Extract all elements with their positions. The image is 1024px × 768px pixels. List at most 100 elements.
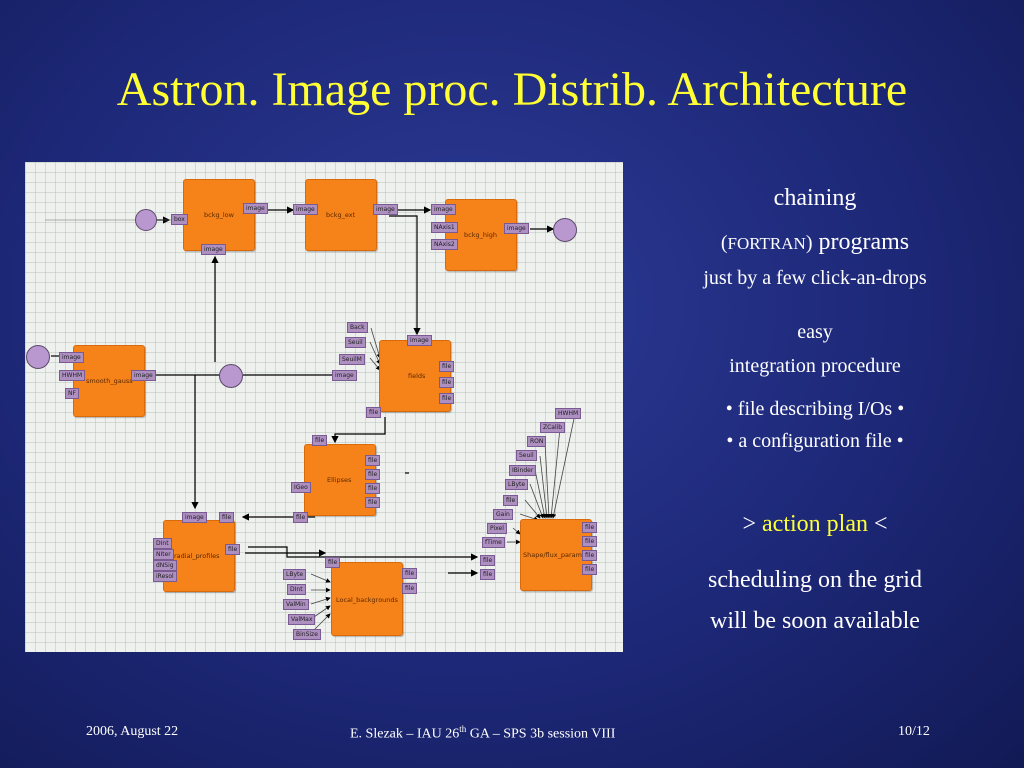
port-pixel[interactable]: Pixel xyxy=(487,523,507,534)
paren-open: ( xyxy=(720,232,728,254)
node-shape-flux-param[interactable]: Shape/flux_param xyxy=(520,519,592,591)
node-label: radial_profiles xyxy=(174,552,220,560)
port-gain[interactable]: Gain xyxy=(493,509,513,520)
port-dint[interactable]: DInt xyxy=(287,584,306,595)
port-seuil[interactable]: Seuil xyxy=(345,337,366,348)
text-chaining: chaining xyxy=(773,185,857,211)
action-prefix: > xyxy=(742,511,757,537)
slide-title: Astron. Image proc. Distrib. Architectur… xyxy=(116,63,908,116)
fortran-word: FORTRAN xyxy=(727,234,806,253)
bullet-io-file: • file describing I/Os • xyxy=(725,398,905,420)
node-smooth-gauss[interactable]: smooth_gauss xyxy=(73,345,145,417)
port-box[interactable]: box xyxy=(171,214,188,225)
programs-word: programs xyxy=(818,229,910,255)
port-file[interactable]: file xyxy=(366,407,382,418)
port-nf[interactable]: NF xyxy=(65,388,79,399)
footer-author-sup: th xyxy=(459,724,467,734)
connector-lines xyxy=(45,206,576,634)
port-file[interactable]: file xyxy=(312,435,328,446)
text-action-plan: > action plan < xyxy=(645,510,985,538)
port-file[interactable]: file xyxy=(439,393,455,404)
node-bckg-ext[interactable]: bckg_ext xyxy=(305,179,377,251)
port-igeo[interactable]: IGeo xyxy=(291,482,311,493)
port-zcalib[interactable]: ZCalib xyxy=(540,422,566,433)
port-binsize[interactable]: BinSize xyxy=(293,629,321,640)
port-file[interactable]: file xyxy=(365,483,381,494)
junction-circle[interactable] xyxy=(219,364,243,388)
port-image[interactable]: image xyxy=(243,203,268,214)
port-dint[interactable]: DInt xyxy=(153,538,172,549)
node-bckg-high[interactable]: bckg_high xyxy=(445,199,517,271)
paren-close: ) xyxy=(805,232,813,254)
port-file[interactable]: file xyxy=(225,544,241,555)
text-available: will be soon available xyxy=(710,608,920,634)
port-image[interactable]: image xyxy=(332,370,357,381)
port-file[interactable]: file xyxy=(439,361,455,372)
node-label: fields xyxy=(408,372,426,380)
port-iresol[interactable]: iResol xyxy=(153,571,177,582)
port-file[interactable]: file xyxy=(293,512,309,523)
port-ron[interactable]: RON xyxy=(527,436,547,447)
port-naxis1[interactable]: NAxis1 xyxy=(431,222,458,233)
text-click-and-drops: just by a few click-an-drops xyxy=(703,267,927,289)
port-file[interactable]: file xyxy=(480,555,496,566)
text-integration: integration procedure xyxy=(729,355,901,377)
port-image[interactable]: image xyxy=(293,204,318,215)
bullet-config-file: • a configuration file • xyxy=(726,430,904,452)
port-image[interactable]: image xyxy=(131,370,156,381)
port-file[interactable]: file xyxy=(582,536,598,547)
port-image[interactable]: image xyxy=(504,223,529,234)
port-file[interactable]: file xyxy=(480,569,496,580)
port-valmax[interactable]: ValMax xyxy=(288,614,316,625)
port-hwhm[interactable]: HWHM xyxy=(555,408,582,419)
port-image[interactable]: image xyxy=(373,204,398,215)
port-naxis2[interactable]: NAxis2 xyxy=(431,239,458,250)
port-file[interactable]: file xyxy=(365,455,381,466)
port-file[interactable]: file xyxy=(402,568,418,579)
port-niter[interactable]: NIter xyxy=(153,549,174,560)
footer-page-number: 10/12 xyxy=(898,724,930,739)
port-lbyte[interactable]: LByte xyxy=(505,479,529,490)
port-image[interactable]: image xyxy=(431,204,456,215)
node-label: Shape/flux_param xyxy=(523,551,582,559)
input-circle-left[interactable] xyxy=(26,345,50,369)
port-file[interactable]: file xyxy=(582,550,598,561)
port-file[interactable]: file xyxy=(582,564,598,575)
port-seuil[interactable]: Seuil xyxy=(516,450,537,461)
port-back[interactable]: Back xyxy=(347,322,368,333)
port-file[interactable]: file xyxy=(365,469,381,480)
node-ellipses[interactable]: Ellipses xyxy=(304,444,376,516)
footer-author-pre: E. Slezak – IAU 26 xyxy=(350,726,460,742)
node-local-backgrounds[interactable]: Local_backgrounds xyxy=(331,562,403,636)
port-file[interactable]: file xyxy=(325,557,341,568)
port-file[interactable]: file xyxy=(503,495,519,506)
node-label: bckg_ext xyxy=(326,211,356,219)
port-file[interactable]: file xyxy=(439,377,455,388)
port-dnsig[interactable]: dNSig xyxy=(153,560,177,571)
port-valmin[interactable]: ValMin xyxy=(283,599,309,610)
port-image[interactable]: image xyxy=(59,352,84,363)
port-seuilm[interactable]: SeuilM xyxy=(339,354,365,365)
port-file[interactable]: file xyxy=(402,583,418,594)
port-lbyte[interactable]: LByte xyxy=(283,569,307,580)
port-file[interactable]: file xyxy=(582,522,598,533)
port-image[interactable]: image xyxy=(407,335,432,346)
node-label: Ellipses xyxy=(327,476,352,484)
node-label: bckg_low xyxy=(204,211,234,219)
port-file[interactable]: file xyxy=(219,512,235,523)
text-scheduling: scheduling on the grid xyxy=(708,567,922,593)
node-bckg-low[interactable]: bckg_low xyxy=(183,179,255,251)
action-suffix: < xyxy=(873,511,888,537)
port-image[interactable]: image xyxy=(182,512,207,523)
workflow-diagram: bckg_low box image image bckg_ext image … xyxy=(25,162,623,652)
port-ftime[interactable]: fTime xyxy=(482,537,505,548)
port-binder[interactable]: IBinder xyxy=(509,465,537,476)
output-circle-top[interactable] xyxy=(553,218,577,242)
footer-author: E. Slezak – IAU 26th GA – SPS 3b session… xyxy=(350,724,615,743)
input-circle-top[interactable] xyxy=(135,209,157,231)
text-easy: easy xyxy=(797,321,833,343)
port-file[interactable]: file xyxy=(365,497,381,508)
port-image[interactable]: image xyxy=(201,244,226,255)
port-hwhm[interactable]: HWHM xyxy=(59,370,86,381)
action-plan-word: action plan xyxy=(762,511,868,537)
